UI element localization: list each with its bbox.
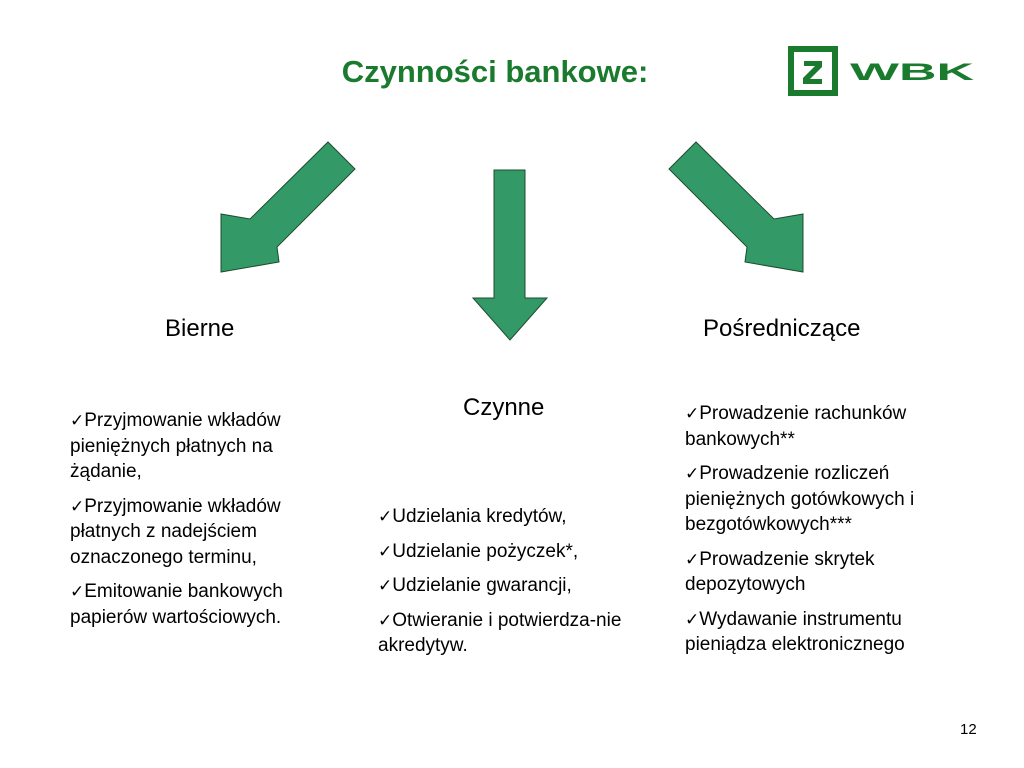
check-icon: ✓ [378,610,393,630]
heading-bierne: Bierne [165,315,235,342]
check-icon: ✓ [685,549,700,569]
list-item: ✓Udzielania kredytów, [378,506,567,527]
arrow-center-icon [471,169,549,341]
logo-text: WBK [850,59,975,86]
check-icon: ✓ [378,541,393,561]
list-item: ✓Przyjmowanie wkładów pieniężnych płatny… [70,410,281,482]
list-posredniczace: ✓Prowadzenie rachunków bankowych** ✓Prow… [685,401,975,667]
check-icon: ✓ [70,496,85,516]
heading-posredniczace: Pośredniczące [703,315,861,342]
arrow-right-icon [668,141,804,273]
wbk-logo: WBK [788,46,975,96]
list-item: ✓Udzielanie gwarancji, [378,575,572,596]
check-icon: ✓ [685,464,700,483]
list-item: ✓Otwieranie i potwierdza-nie akredytyw. [378,609,622,657]
arrows-diagram [220,141,804,341]
slide-title: Czynności bankowe: [341,54,649,89]
check-icon: ✓ [378,576,393,595]
list-czynne: ✓Udzielania kredytów, ✓Udzielanie pożycz… [378,504,648,668]
list-item: ✓Prowadzenie rozliczeń pieniężnych gotów… [685,463,915,535]
list-item: ✓Wydawanie instrumentu pieniądza elektro… [685,608,905,656]
list-item: ✓Emitowanie bankowych papierów wartościo… [70,581,283,628]
list-item: ✓Prowadzenie rachunków bankowych** [685,403,907,450]
check-icon: ✓ [685,609,700,629]
heading-czynne: Czynne [463,394,545,421]
list-item: ✓Przyjmowanie wkładów płatnych z nadejśc… [70,495,281,568]
list-bierne: ✓Przyjmowanie wkładów pieniężnych płatny… [70,408,338,639]
page-number: 12 [960,721,977,738]
check-icon: ✓ [70,411,85,430]
check-icon: ✓ [378,507,393,526]
check-icon: ✓ [685,404,700,423]
list-item: ✓Prowadzenie skrytek depozytowych [685,548,875,596]
arrow-left-icon [220,141,356,273]
list-item: ✓Udzielanie pożyczek*, [378,540,579,562]
check-icon: ✓ [70,582,85,601]
logo-emblem-icon [788,46,838,96]
